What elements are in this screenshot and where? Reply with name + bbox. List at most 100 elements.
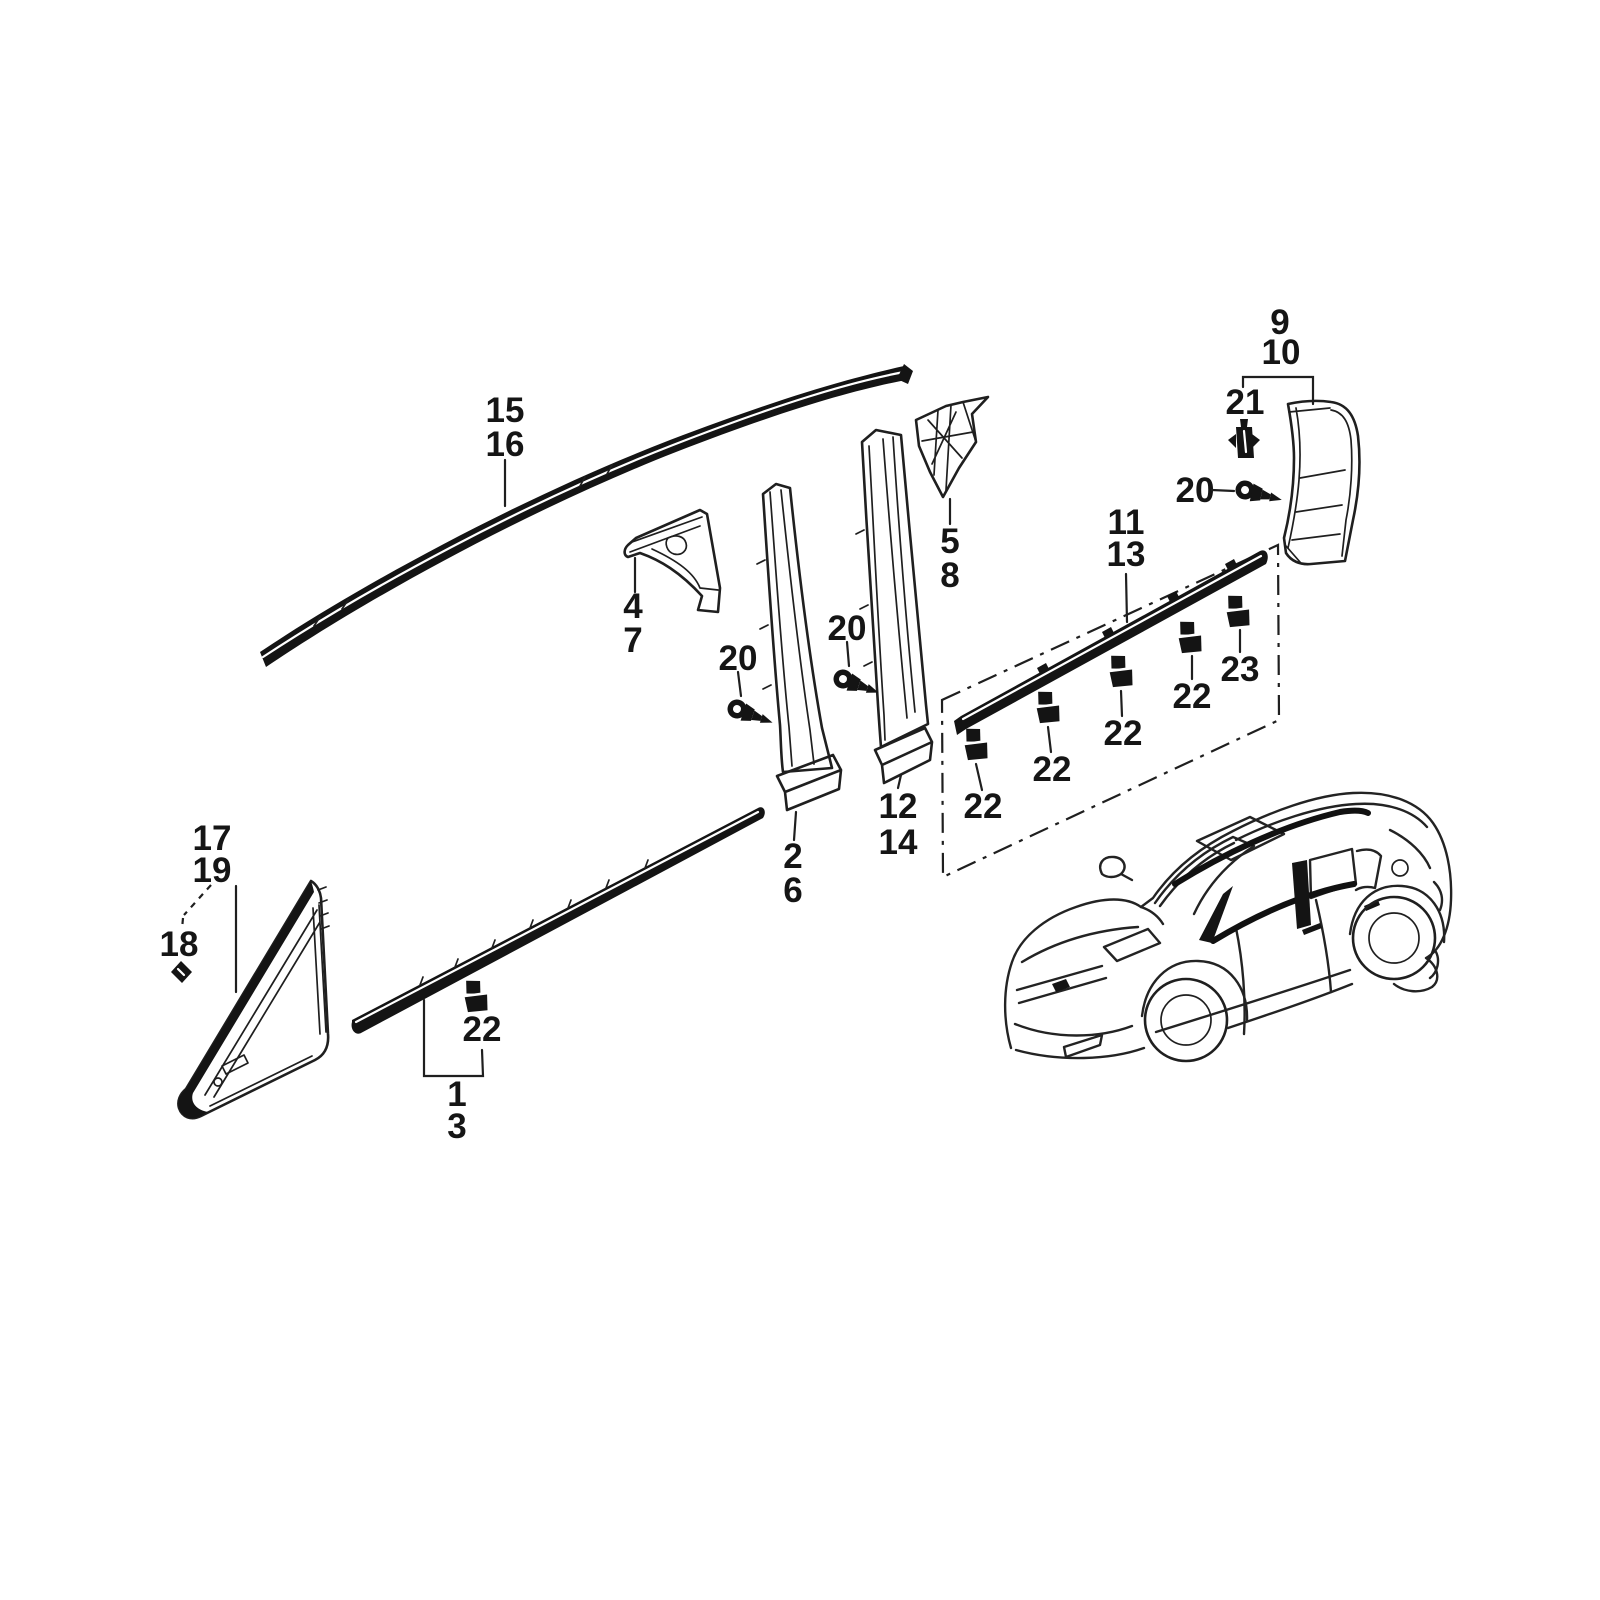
pillar-12-14-outline — [860, 428, 930, 749]
car-hood-lines — [1020, 905, 1165, 964]
callout-12: 12 — [879, 787, 918, 826]
callout-5-8: 5 8 — [940, 497, 960, 595]
door-molding-ticks — [419, 859, 649, 986]
dashed-leader — [180, 884, 212, 930]
callout-22: 22 — [964, 787, 1003, 826]
callout-2-6: 2 6 — [783, 810, 803, 910]
belt-molding-detail-box — [940, 543, 1281, 879]
leader-line — [1046, 725, 1053, 754]
callout-16: 16 — [486, 425, 525, 464]
roof-molding-part — [260, 364, 913, 667]
callout-22: 22 — [1173, 677, 1212, 716]
car-front-wheel — [1143, 977, 1229, 1063]
pillar-12-14-shoe — [873, 726, 934, 785]
car-belt-trim-black — [1210, 881, 1357, 944]
pillar-12-14-ticks — [855, 529, 873, 667]
car-front-details — [1013, 927, 1162, 1059]
belt-molding-nubs — [1037, 559, 1237, 674]
callout-12-14: 12 14 — [879, 773, 918, 862]
leader-line — [896, 773, 903, 790]
belt-clip-23: 23 — [1218, 589, 1260, 689]
car-roof-trim-black — [1172, 807, 1371, 887]
car-emblem — [1052, 979, 1070, 992]
clip-20-right: 20 — [828, 609, 883, 701]
callout-bracket — [1241, 375, 1315, 406]
callout-11-13: 11 13 — [1107, 503, 1146, 624]
leader-line — [736, 670, 743, 698]
rear-upper-bracket-part — [914, 395, 990, 499]
callout-1-3: 1 3 — [422, 998, 485, 1146]
car-fuel-door — [1391, 859, 1409, 877]
car-sill-lines — [1014, 950, 1440, 1060]
callout-4-7: 4 7 — [623, 556, 643, 660]
belt-molding-band — [954, 550, 1268, 735]
callout-20: 20 — [1176, 471, 1215, 510]
callout-11: 11 — [1108, 503, 1145, 542]
front-pillar-garnish-part — [756, 482, 843, 812]
clip-20-left: 20 — [719, 639, 777, 731]
callout-18: 18 — [160, 925, 199, 964]
leader-line — [845, 640, 851, 668]
roof-molding-band — [260, 366, 906, 667]
callout-22: 22 — [1033, 750, 1072, 789]
push-pin-clip-icon — [724, 697, 777, 731]
push-pin-clip-icon — [1233, 478, 1285, 508]
callout-bracket — [422, 998, 485, 1078]
push-nut-clip-icon — [1028, 685, 1066, 729]
car-door-lines — [1154, 898, 1352, 1036]
corner-garnish-top-bar — [629, 516, 703, 553]
belt-clip-22-1: 22 — [956, 722, 1003, 826]
car-rear-wheel-arch — [1348, 884, 1446, 944]
triangle-garnish-detail — [213, 1054, 249, 1087]
leader-line — [1124, 572, 1129, 624]
car-front-wheel-rim — [1160, 994, 1212, 1046]
corner-garnish-claw-inner — [651, 513, 721, 591]
callout-21: 21 — [1226, 383, 1265, 422]
callout-7: 7 — [623, 621, 642, 660]
callout-9: 9 — [1270, 303, 1289, 342]
callout-20: 20 — [828, 609, 867, 648]
callout-22: 22 — [463, 1010, 502, 1049]
pillar-2-6-shoe — [775, 753, 843, 812]
car-rear-wheel-rim — [1368, 912, 1420, 964]
rear-pillar-garnish-part — [855, 428, 934, 785]
bracket-5-8-braces — [921, 401, 977, 491]
grommet-clip-slit — [1242, 429, 1248, 454]
push-nut-clip-icon — [1170, 615, 1208, 659]
roof-molding-clip-ticks — [313, 464, 613, 627]
push-nut-clip-icon — [1101, 649, 1139, 693]
rear-quarter-garnish-part — [1282, 399, 1361, 566]
leader-line — [792, 810, 798, 842]
callout-23: 23 — [1221, 650, 1260, 689]
triangle-garnish-inner-lines — [204, 904, 327, 1107]
door-clip-22: 22 — [456, 974, 502, 1049]
callout-10: 10 — [1262, 333, 1301, 372]
pillar-2-6-inner-lines — [769, 489, 815, 767]
car-front-wheel-arch — [1140, 959, 1249, 1022]
garnish-9-10-inner — [1287, 407, 1353, 557]
belt-clip-22-3: 22 — [1101, 649, 1142, 753]
car-sunroof — [1195, 815, 1286, 862]
front-door-molding-part — [351, 807, 765, 1034]
callout-8: 8 — [940, 556, 959, 595]
callout-15: 15 — [486, 391, 525, 430]
dashed-box-outline — [940, 543, 1281, 879]
front-corner-garnish-part — [623, 508, 722, 614]
corner-garnish-outline — [623, 508, 722, 614]
leader-line — [974, 762, 984, 792]
callout-19: 19 — [193, 851, 232, 890]
callout-9-10: 9 10 — [1241, 303, 1315, 406]
callout-13: 13 — [1107, 535, 1146, 574]
callout-6: 6 — [783, 871, 802, 910]
roof-molding-highlight — [261, 370, 906, 659]
belt-molding-highlight — [961, 554, 1263, 721]
car-windshield — [1153, 835, 1256, 916]
belt-clip-22-2: 22 — [1028, 685, 1072, 789]
leader-line — [1210, 488, 1236, 493]
pillar-2-6-outline — [761, 482, 834, 774]
callout-17: 17 — [193, 819, 232, 858]
garnish-9-10-rungs — [1285, 469, 1346, 563]
door-molding-band — [351, 807, 765, 1034]
diamond-grommet-slit — [176, 967, 186, 977]
